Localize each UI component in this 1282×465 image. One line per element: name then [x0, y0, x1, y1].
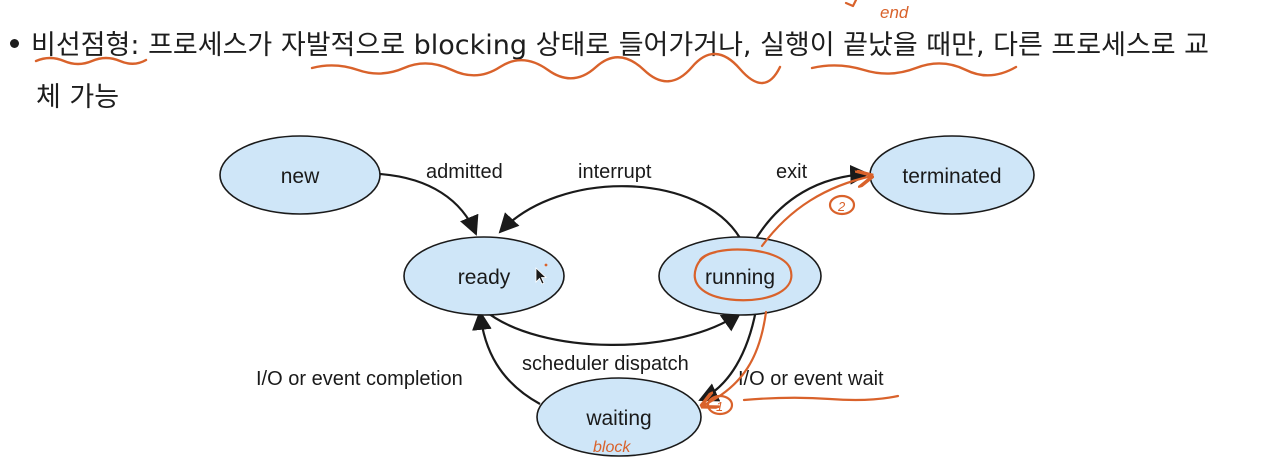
state-terminated: terminated: [869, 135, 1035, 215]
bullet-colon: :: [130, 30, 140, 61]
arrow-interrupt: [498, 185, 741, 239]
bullet-dot: [10, 39, 19, 48]
bullet-line-2: 체 가능: [36, 78, 119, 118]
underline-voluntary-blocking: [310, 52, 782, 85]
handwritten-circle-2: [828, 194, 856, 216]
handwritten-exit-stroke: [760, 176, 872, 248]
label-io-event-wait: I/O or event wait: [738, 368, 884, 390]
state-label-new: new: [281, 165, 320, 188]
handwritten-arrow-hook: [844, 0, 858, 8]
label-scheduler-dispatch: scheduler dispatch: [522, 353, 689, 375]
bullet-line-1: 비선점형: 프로세스가 자발적으로 blocking 상태로 들어가거나, 실행…: [10, 26, 1209, 66]
handwritten-end: end: [880, 3, 909, 22]
bullet-text-line-1: 프로세스가 자발적으로 blocking 상태로 들어가거나, 실행이 끝났을 …: [139, 30, 1210, 61]
state-label-running: running: [705, 266, 775, 289]
handwritten-circle-running: [693, 248, 793, 302]
arrow-exit: [753, 164, 870, 243]
transition-arrows: [379, 164, 870, 405]
arrow-admitted: [379, 172, 479, 236]
underline-io-event-wait: [742, 394, 900, 402]
label-admitted: admitted: [426, 161, 503, 183]
handwritten-number-2: 2: [837, 199, 846, 214]
bullet-term: 비선점형: [31, 30, 131, 61]
handwritten-circle-1: [706, 394, 734, 416]
handwritten-annotations: [693, 0, 900, 416]
state-label-terminated: terminated: [902, 165, 1001, 188]
state-label-waiting: waiting: [585, 407, 651, 430]
handwritten-annotation-text: end block 2 1: [593, 3, 909, 456]
label-io-event-completion: I/O or event completion: [256, 368, 463, 390]
bullet-text-line-2: 체 가능: [36, 82, 120, 113]
state-new: new: [219, 135, 381, 215]
transition-labels: admitted interrupt exit scheduler dispat…: [256, 161, 884, 390]
arrow-io-completion: [472, 310, 541, 405]
arrow-scheduler-dispatch: [483, 309, 742, 346]
handwritten-number-1: 1: [716, 399, 723, 414]
state-waiting: waiting: [536, 377, 702, 457]
mouse-cursor-icon: [535, 263, 548, 285]
state-running: running: [658, 236, 822, 316]
state-label-ready: ready: [458, 266, 511, 289]
underline-term: [34, 56, 148, 66]
label-exit: exit: [776, 161, 808, 183]
handwritten-underlines: [34, 52, 1018, 85]
underline-finished: [810, 62, 1018, 77]
state-ready: ready: [403, 236, 565, 316]
label-interrupt: interrupt: [578, 161, 652, 183]
handwritten-wait-stroke: [702, 310, 768, 406]
handwritten-block: block: [593, 439, 631, 456]
